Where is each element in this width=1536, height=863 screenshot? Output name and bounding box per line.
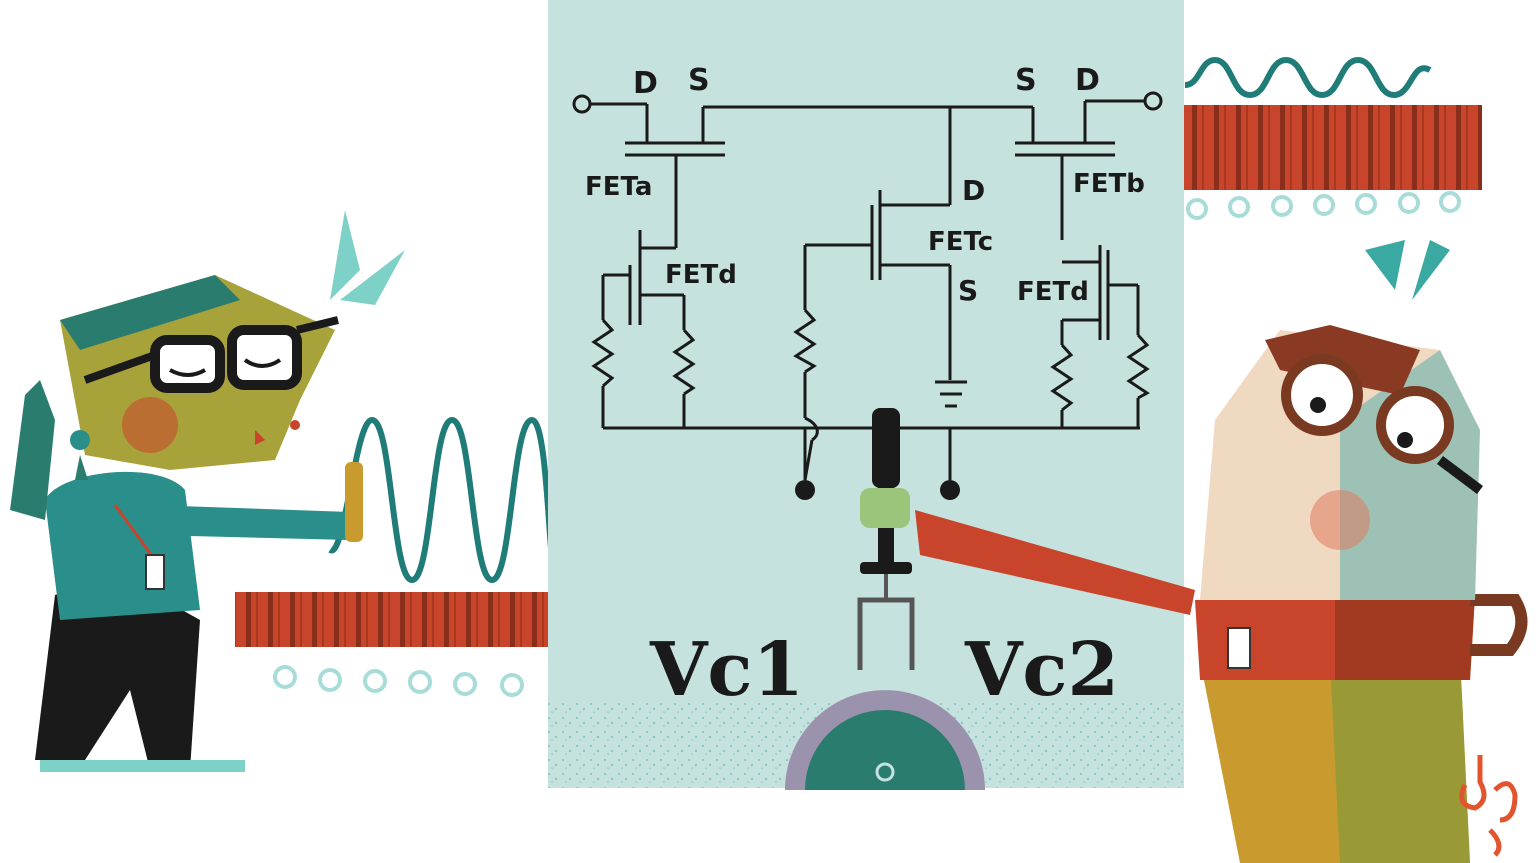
feta-label: FETa	[585, 172, 652, 202]
terminal-label-d-left: D	[633, 66, 658, 101]
man-character	[860, 240, 1528, 863]
right-signal-bar	[1182, 105, 1482, 220]
fetd-left-label: FETd	[665, 260, 737, 290]
left-bar-dots	[273, 665, 524, 697]
fetc-drain-label: D	[962, 174, 985, 207]
circuit-schematic	[572, 91, 1163, 481]
vc2-label: Vc2	[964, 627, 1119, 713]
woman-character	[10, 210, 405, 772]
right-sine-wave	[1184, 56, 1432, 99]
terminal-label-s-left: S	[688, 63, 710, 98]
vc2-terminal	[940, 480, 960, 500]
artist-signature	[1459, 755, 1518, 857]
left-signal-bar	[235, 592, 551, 697]
fetc-source-label: S	[958, 274, 978, 307]
fetd-right-label: FETd	[1017, 277, 1089, 307]
circuit-panel	[548, 0, 1184, 788]
vc1-terminal	[795, 480, 815, 500]
fetb-label: FETb	[1073, 169, 1145, 199]
terminal-label-d-right: D	[1075, 63, 1100, 98]
terminal-label-s-right: S	[1015, 63, 1037, 98]
rotary-dial	[785, 690, 985, 790]
fetc-label: FETc	[928, 227, 993, 257]
vc1-label: Vc1	[649, 627, 804, 713]
right-bar-dots	[1186, 191, 1461, 220]
left-sine-wave	[328, 416, 555, 584]
